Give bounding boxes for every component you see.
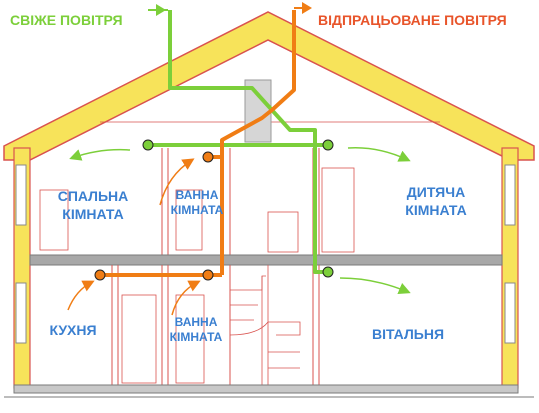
heat-recovery-unit (244, 79, 272, 143)
supply-valves (142, 139, 334, 278)
fresh-air-inlet-arrow (156, 4, 166, 16)
exhaust-air-outlet-arrow (302, 2, 312, 14)
window-right-lower (504, 282, 516, 344)
floor-slab (29, 254, 503, 266)
room-bathroom-lower: ВАННА КІМНАТА (169, 315, 223, 344)
room-kitchen: КУХНЯ (49, 322, 97, 338)
room-bathroom-upper: ВАННА КІМНАТА (170, 188, 224, 217)
roof-inner-line (29, 39, 511, 161)
window-right-upper (504, 164, 516, 226)
fresh-air-label: СВІЖЕ ПОВІТРЯ (10, 12, 123, 28)
fresh-air-flow-arrows (69, 147, 411, 295)
foundation (13, 384, 519, 394)
exhaust-flow-arrows (67, 158, 201, 316)
room-living-room: ВІТАЛЬНЯ (371, 326, 445, 342)
exhaust-air-label: ВІДПРАЦЬОВАНЕ ПОВІТРЯ (318, 12, 507, 28)
extract-valves (94, 151, 214, 281)
window-left-upper (15, 164, 27, 226)
window-left-lower (15, 282, 27, 344)
room-kids-room: ДИТЯЧА КІМНАТА (405, 184, 467, 218)
staircase (229, 265, 301, 385)
room-bedroom: СПАЛЬНА КІМНАТА (57, 188, 129, 222)
